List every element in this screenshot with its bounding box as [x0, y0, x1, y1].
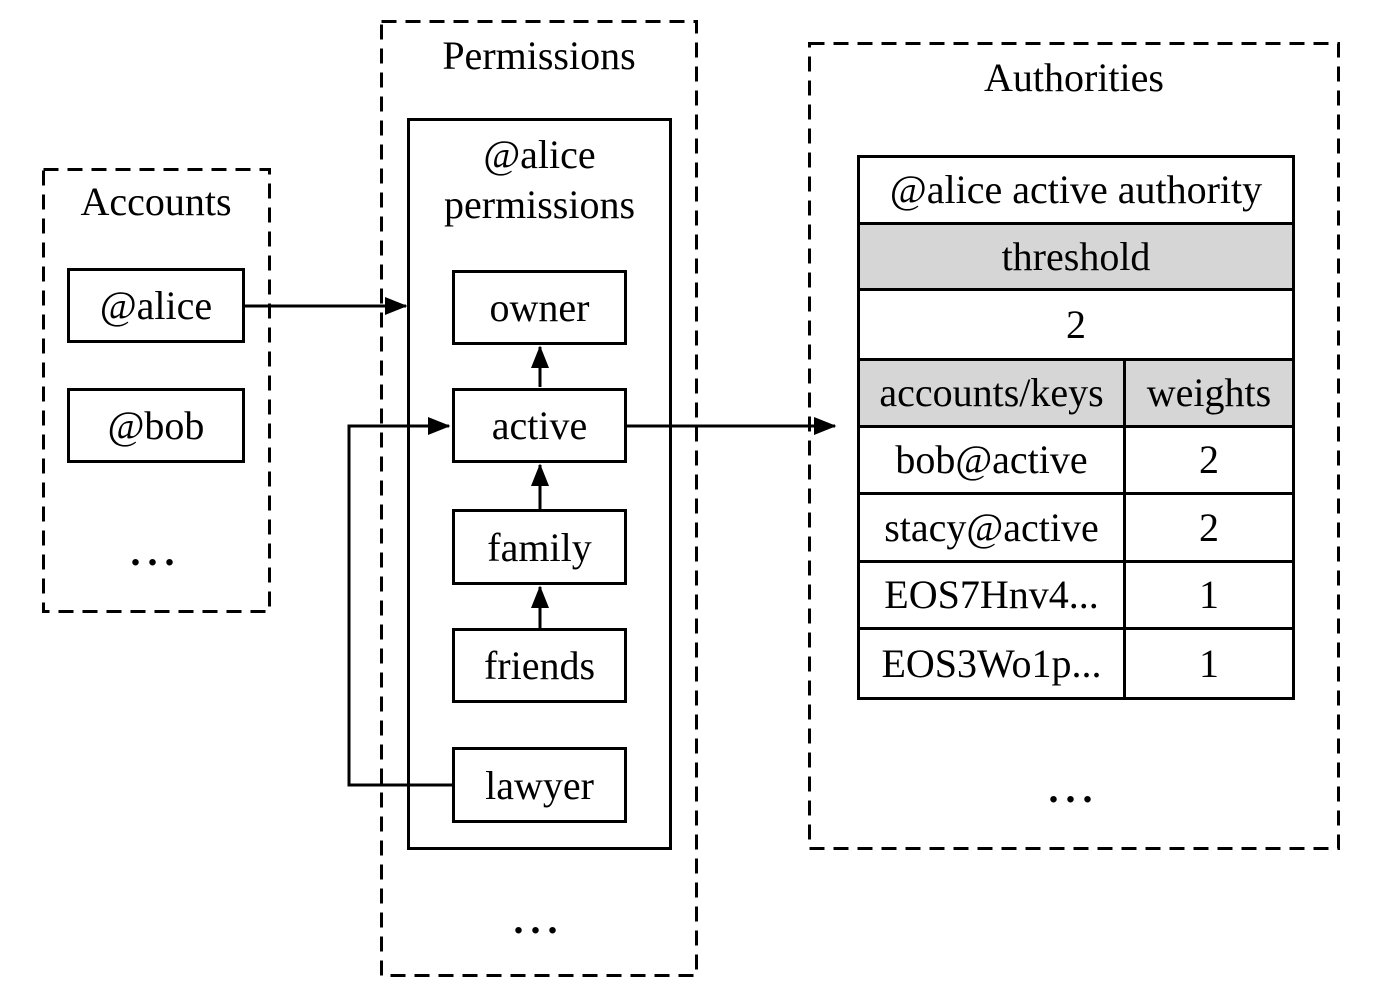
accounts-title: Accounts: [80, 179, 232, 224]
col-header-weights: weights: [1122, 358, 1296, 428]
authority-row: bob@active 2: [857, 425, 1296, 495]
permission-node-lawyer-label: lawyer: [485, 762, 594, 808]
authority-key-cell: stacy@active: [857, 492, 1126, 563]
permission-node-active: active: [452, 388, 627, 463]
permission-node-family-label: family: [487, 524, 592, 570]
account-node-alice: @alice: [67, 268, 245, 343]
threshold-value-cell: 2: [856, 288, 1296, 361]
permission-node-owner-label: owner: [489, 285, 590, 330]
permission-node-lawyer: lawyer: [452, 747, 627, 823]
permission-node-friends: friends: [452, 628, 627, 703]
permission-node-owner: owner: [452, 270, 627, 345]
permission-node-family: family: [452, 509, 627, 585]
authority-table: @alice active authority threshold 2 acco…: [856, 155, 1296, 700]
col-header-accounts-keys: accounts/keys: [857, 358, 1126, 428]
account-node-bob: @bob: [67, 388, 245, 463]
permission-node-friends-label: friends: [483, 643, 596, 688]
accounts-ellipsis: ...: [130, 529, 182, 574]
permissions-dashed-border: [380, 20, 698, 977]
authority-weight-cell: 2: [1122, 492, 1296, 563]
authorities-ellipsis: ...: [1048, 766, 1100, 811]
authority-key-cell: EOS3Wo1p...: [857, 627, 1126, 700]
permissions-group-box: [407, 118, 672, 850]
authority-weight-cell: 1: [1122, 560, 1296, 630]
authority-weight-cell: 2: [1122, 425, 1296, 495]
authority-table-title-cell: @alice active authority: [856, 155, 1296, 225]
permissions-group-title: @alice permissions: [443, 132, 636, 227]
account-node-bob-label: @bob: [107, 403, 205, 448]
authority-key-cell: bob@active: [857, 425, 1126, 495]
permissions-ellipsis: ...: [513, 897, 565, 942]
authority-row: EOS3Wo1p... 1: [857, 627, 1296, 700]
permission-node-active-label: active: [491, 403, 588, 448]
permissions-title: Permissions: [442, 33, 636, 78]
arrow-lawyer-to-active: [347, 417, 453, 787]
authorities-title: Authorities: [984, 55, 1164, 100]
authority-row: stacy@active 2: [857, 492, 1296, 563]
authorities-dashed-border: [808, 42, 1340, 850]
threshold-label-cell: threshold: [856, 222, 1296, 291]
account-node-alice-label: @alice: [99, 283, 213, 328]
authority-key-cell: EOS7Hnv4...: [857, 560, 1126, 630]
authority-row: EOS7Hnv4... 1: [857, 560, 1296, 630]
authority-weight-cell: 1: [1122, 627, 1296, 700]
accounts-dashed-border: [42, 168, 271, 613]
